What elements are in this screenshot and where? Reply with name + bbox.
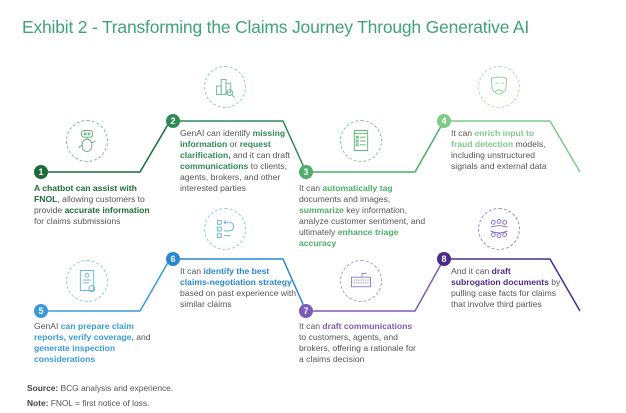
highlighted-phrase: identify the best claims-negotiation str… — [180, 266, 292, 287]
highlighted-phrase: request clarification, — [180, 139, 271, 160]
step-badge-6: 6 — [166, 252, 180, 266]
theater-masks-icon — [478, 66, 520, 108]
step-badge-2: 2 — [166, 114, 180, 128]
bar-chart-magnifier-icon — [204, 66, 246, 108]
step-text-4: It can enrich input to fraud detection m… — [451, 128, 551, 172]
exhibit-title: Exhibit 2 - Transforming the Claims Jour… — [22, 17, 530, 37]
step-text-1: A chatbot can assist with FNOL, allowing… — [34, 183, 154, 227]
connector-step6 — [172, 258, 307, 312]
body-text: , allowing customers to provide — [34, 194, 145, 215]
body-text: or — [227, 139, 240, 149]
body-text: for claims submissions — [34, 216, 121, 226]
highlighted-phrase: generate inspection considerations — [34, 343, 116, 364]
body-text: key information, analyze customer sentim… — [299, 205, 426, 237]
body-text: And it can — [451, 266, 492, 276]
body-text: to clients, agents, brokers, and other i… — [180, 161, 287, 193]
keyboard-icon — [340, 260, 382, 302]
chatbot-robot-icon — [66, 120, 108, 162]
note-label: Note: — [27, 398, 49, 408]
highlighted-phrase: can prepare claim reports, verify covera… — [34, 321, 134, 342]
connector-step5 — [41, 258, 171, 312]
note-text: FNOL = first notice of loss. — [48, 398, 150, 408]
body-text: It can — [299, 183, 323, 193]
connector-step2 — [172, 120, 307, 173]
step-text-7: It can draft communications to customers… — [299, 321, 417, 365]
connector-step8 — [444, 258, 581, 312]
step-text-2: GenAI can identify missing information o… — [180, 128, 295, 194]
body-text: It can — [451, 128, 475, 138]
step-badge-7: 7 — [299, 304, 313, 318]
body-text: It can — [299, 321, 323, 331]
highlighted-phrase: enrich input to fraud detection — [451, 128, 535, 149]
highlighted-phrase: missing information — [180, 128, 286, 149]
step-badge-3: 3 — [299, 165, 313, 179]
body-text: by pulling case facts for claims that in… — [451, 277, 561, 309]
meeting-table-people-icon — [478, 208, 520, 250]
body-text: and it can draft — [230, 150, 290, 160]
step-badge-1: 1 — [34, 165, 48, 179]
connector-step7 — [306, 258, 445, 312]
body-text: to customers, agents, and brokers, offer… — [299, 332, 416, 364]
highlighted-phrase: communications — [180, 161, 249, 171]
highlighted-phrase: automatically tag — [322, 183, 393, 193]
highlighted-phrase: A chatbot can assist with FNOL — [34, 183, 137, 204]
step-badge-8: 8 — [437, 252, 451, 266]
connector-step4 — [444, 120, 581, 173]
source-label: Source: — [27, 383, 59, 393]
footnote: Note: FNOL = first notice of loss. — [27, 398, 149, 408]
highlighted-phrase: enhance triage accuracy — [299, 227, 399, 248]
body-text: It can — [180, 266, 204, 276]
source-note: Source: BCG analysis and experience. — [27, 383, 173, 393]
connector-step3 — [306, 120, 445, 173]
highlighted-phrase: accurate information — [64, 205, 150, 215]
body-text: documents and images, — [299, 194, 391, 204]
step-badge-4: 4 — [437, 114, 451, 128]
step-text-3: It can automatically tag documents and i… — [299, 183, 431, 249]
checklist-document-icon — [340, 120, 382, 162]
highlighted-phrase: summarize — [299, 205, 344, 215]
source-text: BCG analysis and experience. — [58, 383, 174, 393]
strategy-checklist-arrow-icon — [204, 208, 246, 250]
claim-report-certificate-icon — [66, 260, 108, 302]
step-text-5: GenAI can prepare claim reports, verify … — [34, 321, 154, 365]
highlighted-phrase: draft subrogation documents — [451, 266, 549, 287]
body-text: GenAI can identify — [180, 128, 253, 138]
highlighted-phrase: draft communications — [322, 321, 413, 331]
body-text: GenAI — [34, 321, 61, 331]
body-text: models, including unstructured signals a… — [451, 139, 547, 171]
body-text: based on past experience with similar cl… — [180, 288, 297, 309]
step-text-6: It can identify the best claims-negotiat… — [180, 266, 300, 310]
step-badge-5: 5 — [34, 304, 48, 318]
body-text: and — [133, 332, 151, 342]
connector-step1 — [41, 120, 171, 173]
step-text-8: And it can draft subrogation documents b… — [451, 266, 561, 310]
